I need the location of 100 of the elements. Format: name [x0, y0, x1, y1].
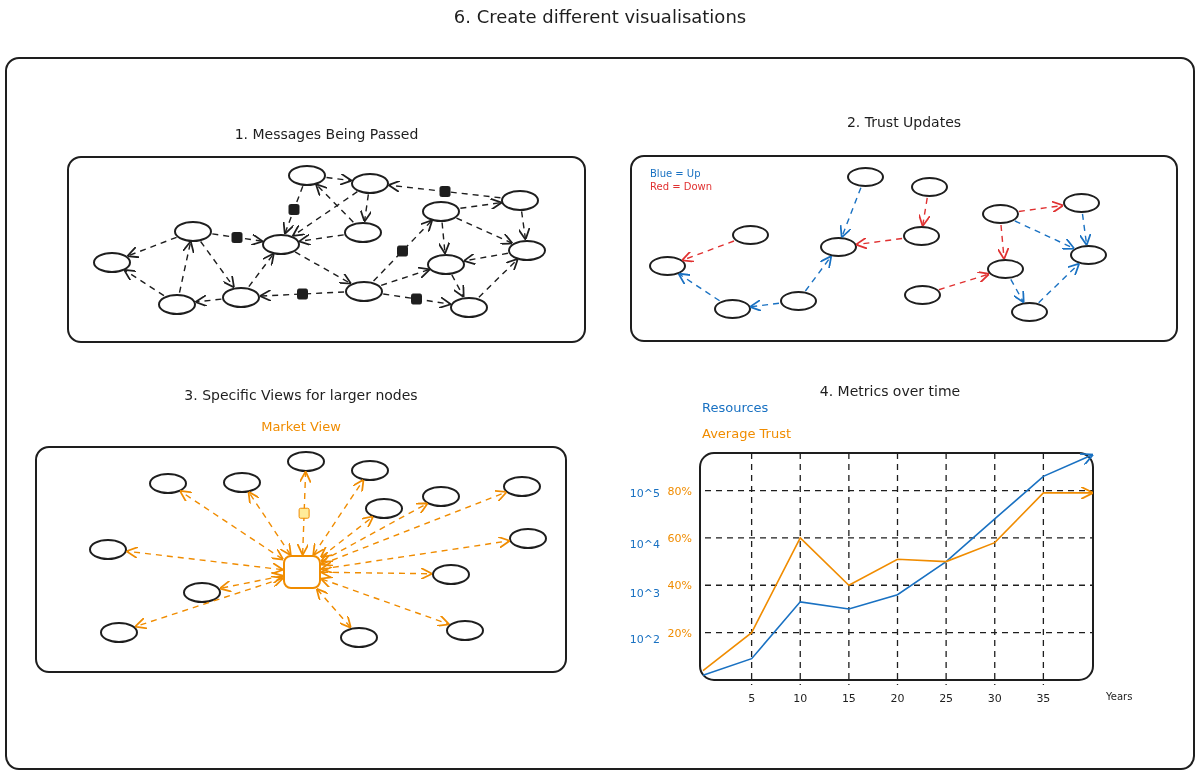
arrow: [296, 470, 312, 556]
ellipse-node: [427, 253, 465, 275]
arrow: [294, 251, 352, 285]
arrow: [749, 299, 780, 312]
arrow: [380, 266, 431, 287]
ellipse-node: [910, 177, 948, 197]
arrow: [517, 210, 531, 241]
arrow: [1037, 262, 1080, 304]
arrow: [677, 272, 721, 302]
arrow: [372, 219, 434, 282]
arrow: [248, 252, 275, 288]
tick-label: 10^3: [628, 587, 660, 600]
ellipse-node: [287, 450, 325, 472]
arrow: [134, 575, 285, 630]
tick-label: 5: [748, 692, 756, 705]
arrow: [1010, 278, 1025, 304]
tick-label: 25: [939, 692, 954, 705]
ellipse-node: [446, 619, 484, 641]
ellipse-node: [222, 286, 260, 308]
arrow: [804, 255, 833, 292]
arrow: [125, 546, 284, 575]
arrow: [459, 197, 503, 211]
frame-box: [5, 57, 1195, 770]
ellipse-node: [903, 285, 941, 305]
panel-heading: 2. Trust Updates: [846, 114, 962, 130]
arrow: [478, 258, 519, 298]
ellipse-node: [93, 251, 131, 273]
ellipse-node: [344, 221, 382, 243]
ellipse-node: [731, 225, 769, 245]
tick-label: 20%: [667, 626, 692, 640]
tick-label: 15: [841, 692, 856, 705]
arrow: [319, 576, 451, 627]
chart-title: 4. Metrics over time: [819, 383, 961, 399]
arrow: [312, 478, 365, 557]
arrow: [1018, 200, 1065, 214]
ellipse-node: [183, 581, 221, 603]
ellipse-node: [902, 226, 940, 246]
ellipse-node: [503, 475, 541, 497]
arrow: [320, 566, 433, 580]
arrow: [315, 587, 352, 629]
arrow: [282, 185, 304, 235]
arrow: [451, 274, 465, 298]
arrow: [319, 502, 429, 563]
panel-heading: 1. Messages Being Passed: [234, 126, 419, 142]
arrow: [315, 183, 354, 223]
arrow: [463, 252, 509, 266]
series-label: Average Trust: [702, 426, 791, 441]
ellipse-node: [174, 220, 212, 242]
panel-heading: 3. Specific Views for larger nodes: [184, 387, 418, 403]
ellipse-node: [89, 538, 127, 560]
axis-label: Years: [1106, 691, 1133, 702]
ellipse-node: [345, 280, 383, 302]
arrow: [996, 224, 1010, 260]
ellipse-node: [422, 200, 460, 222]
arrow: [258, 289, 345, 302]
tick-label: 10^4: [628, 538, 660, 551]
arrow: [319, 515, 375, 559]
arrow: [455, 217, 514, 245]
ellipse-node: [351, 459, 389, 481]
arrow: [319, 490, 508, 567]
ellipse-node: [1062, 193, 1100, 213]
ellipse-node: [262, 233, 300, 255]
arrow: [387, 180, 502, 199]
arrow: [938, 271, 991, 291]
ellipse-node: [100, 621, 138, 643]
arrow: [1014, 220, 1076, 250]
ellipse-node: [340, 626, 378, 648]
ellipse-node: [223, 471, 261, 493]
ellipse-node: [981, 204, 1019, 224]
arrow: [437, 221, 451, 255]
tick-label: 80%: [667, 484, 692, 498]
ellipse-node: [288, 164, 326, 186]
arrow: [218, 571, 284, 593]
arrow: [854, 236, 903, 250]
arrow: [918, 197, 931, 227]
ellipse-node: [713, 299, 751, 319]
tick-label: 35: [1036, 692, 1051, 705]
ellipse-node: [1069, 245, 1107, 265]
arrow: [194, 294, 223, 308]
caption-text: Market View: [261, 419, 341, 434]
ellipse-node: [509, 527, 547, 549]
ellipse-node: [432, 563, 470, 585]
arrow: [839, 187, 862, 239]
ellipse-node: [648, 256, 686, 276]
ellipse-node: [986, 259, 1024, 279]
arrow: [211, 233, 264, 246]
arrow: [320, 536, 511, 574]
ellipse-node: [819, 237, 857, 257]
hub-box: [283, 555, 321, 589]
caption-text: Blue = Up: [650, 168, 701, 179]
arrow: [298, 233, 345, 247]
arrow: [247, 490, 292, 557]
arrow: [199, 240, 235, 289]
ellipse-node: [846, 167, 884, 187]
ellipse-node: [351, 172, 389, 194]
title: 6. Create different visualisations: [452, 6, 748, 27]
ellipse-node: [450, 296, 488, 318]
arrow: [681, 240, 735, 263]
arrow: [359, 193, 373, 223]
arrow: [291, 190, 359, 237]
